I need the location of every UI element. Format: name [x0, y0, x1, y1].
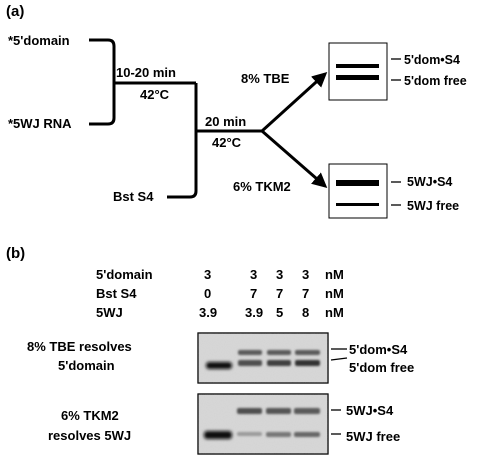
step1-time: 10-20 min [116, 65, 176, 80]
cell-r1-c1: 7 [250, 286, 257, 301]
arrow-to-tbe [260, 71, 328, 133]
gel-tkm2-lane3-free-band [266, 432, 291, 437]
mixing-bracket-1 [89, 38, 116, 126]
cell-r2-c0: 3.9 [199, 305, 217, 320]
mixing-bracket-2 [167, 83, 198, 199]
gel-tbe-lane4-complex-band [295, 350, 320, 355]
conditions-table: 5'domain Bst S4 5WJ 3 3 3 3 nM 0 7 7 7 n… [96, 267, 344, 320]
panel-b-label: (b) [6, 245, 25, 262]
cell-r2-c3: 8 [302, 305, 309, 320]
gel-tbe-lane3-complex-band [267, 350, 291, 355]
gel-tbe-lane3-free-band [267, 360, 291, 366]
gel-image-tbe [197, 332, 329, 384]
gel-tbe-lane2-complex-band [238, 350, 262, 355]
step1-temp: 42°C [140, 87, 170, 102]
schematic-gel-tkm2 [328, 163, 388, 219]
input-bst-s4: Bst S4 [113, 189, 154, 204]
schematic-band-5wj-s4 [336, 180, 379, 186]
arrow-to-tkm2 [261, 129, 328, 188]
gel-tkm2-label-free: 5WJ free [346, 429, 400, 444]
gel-tkm2-lane2-complex-band [237, 408, 262, 414]
panel-a-label: (a) [6, 3, 24, 20]
gel-tkm2-lane3-complex-band [266, 408, 291, 414]
cell-r1-c0: 0 [204, 286, 211, 301]
cell-r1-c3: 7 [302, 286, 309, 301]
condition-tbe: 8% TBE [241, 71, 290, 86]
schematic-band-5wj-free [336, 203, 379, 206]
label-dom-free: 5'dom free [404, 74, 467, 88]
step2-temp: 42°C [212, 135, 242, 150]
cell-r2-c1: 3.9 [245, 305, 263, 320]
gel-tkm2-caption-line1: 6% TKM2 [61, 408, 119, 423]
input-5wj-rna: *5WJ RNA [8, 116, 72, 131]
cell-r0-c1: 3 [250, 267, 257, 282]
gel-tkm2-lane1-free-band [204, 431, 232, 439]
condition-tkm2: 6% TKM2 [233, 179, 291, 194]
unit-r2: nM [325, 305, 344, 320]
cell-r1-c2: 7 [276, 286, 283, 301]
row-name-5wj: 5WJ [96, 305, 123, 320]
label-5wj-s4: 5WJ•S4 [407, 175, 452, 189]
gel-tkm2-lane2-free-band [237, 432, 262, 436]
gel-tbe-caption-line2: 5'domain [58, 358, 115, 373]
cell-r0-c3: 3 [302, 267, 309, 282]
row-name-5-domain: 5'domain [96, 267, 153, 282]
gel-tbe-label-complex: 5'dom•S4 [349, 342, 408, 357]
step2-time: 20 min [205, 114, 246, 129]
gel-image-tkm2 [197, 393, 329, 455]
unit-r0: nM [325, 267, 344, 282]
label-5wj-free: 5WJ free [407, 199, 459, 213]
gel-tkm2-label-complex: 5WJ•S4 [346, 403, 394, 418]
gel-tkm2-lane4-free-band [294, 432, 320, 437]
gel-tbe-lane1-free-band [206, 362, 232, 369]
gel-tkm2-lane4-complex-band [294, 408, 320, 414]
row-name-bst-s4: Bst S4 [96, 286, 137, 301]
gel-tkm2-caption-line2: resolves 5WJ [48, 428, 131, 443]
gel-tbe-lane2-free-band [238, 360, 262, 366]
input-5-domain: *5'domain [8, 33, 70, 48]
label-dom-s4: 5'dom•S4 [404, 53, 460, 67]
cell-r0-c0: 3 [204, 267, 211, 282]
gel-tbe-lane4-free-band [295, 360, 320, 366]
gel-tbe-leader-free [330, 357, 348, 361]
cell-r2-c2: 5 [276, 305, 283, 320]
schematic-band-dom-s4 [336, 64, 379, 68]
gel-tbe-caption-line1: 8% TBE resolves [27, 339, 132, 354]
cell-r0-c2: 3 [276, 267, 283, 282]
schematic-band-dom-free [336, 75, 379, 80]
schematic-gel-tbe [328, 42, 388, 101]
gel-tbe-label-free: 5'dom free [349, 360, 414, 375]
unit-r1: nM [325, 286, 344, 301]
